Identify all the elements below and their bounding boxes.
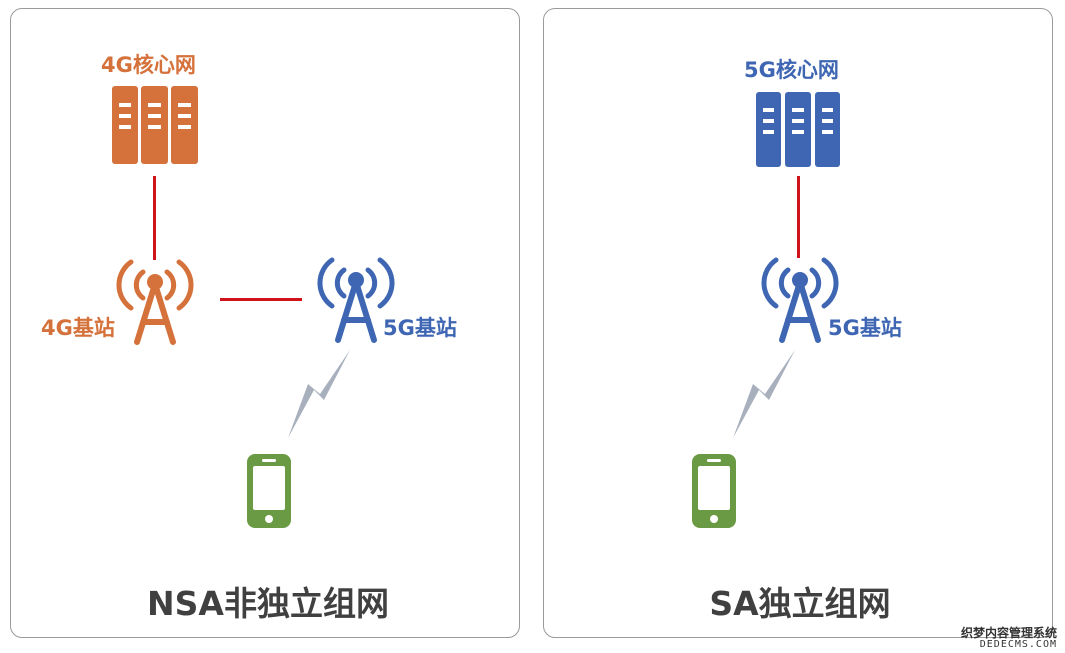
watermark: 织梦内容管理系统 DEDECMS.COM: [961, 627, 1057, 650]
nsa-phone-icon: [247, 454, 291, 528]
nsa-caption: NSA非独立组网: [147, 584, 389, 623]
nsa-wireless-signal-icon: [288, 350, 350, 438]
nsa-panel: [10, 8, 520, 638]
sa-phone-icon: [692, 454, 736, 528]
watermark-en: DEDECMS.COM: [979, 638, 1057, 650]
sa-wireless-signal-icon: [733, 350, 795, 438]
4g-base-station-label: 4G基站: [41, 316, 115, 340]
nsa-5g-base-station-icon: [317, 257, 395, 343]
sa-core-to-5g-link: [797, 176, 800, 258]
4g-base-station-icon: [116, 259, 194, 345]
5g-core-label: 5G核心网: [744, 58, 839, 82]
watermark-cn: 织梦内容管理系统: [960, 625, 1057, 640]
4g-core-label: 4G核心网: [101, 53, 196, 77]
4g-core-server-icon: [112, 86, 198, 164]
4g-to-5g-link: [220, 298, 302, 301]
nsa-5g-base-station-label: 5G基站: [383, 316, 457, 340]
core-to-4g-link: [153, 176, 156, 260]
5g-core-server-icon: [756, 92, 840, 167]
sa-caption: SA独立组网: [709, 584, 891, 623]
sa-5g-base-station-icon: [761, 257, 839, 343]
sa-5g-base-station-label: 5G基站: [828, 316, 902, 340]
